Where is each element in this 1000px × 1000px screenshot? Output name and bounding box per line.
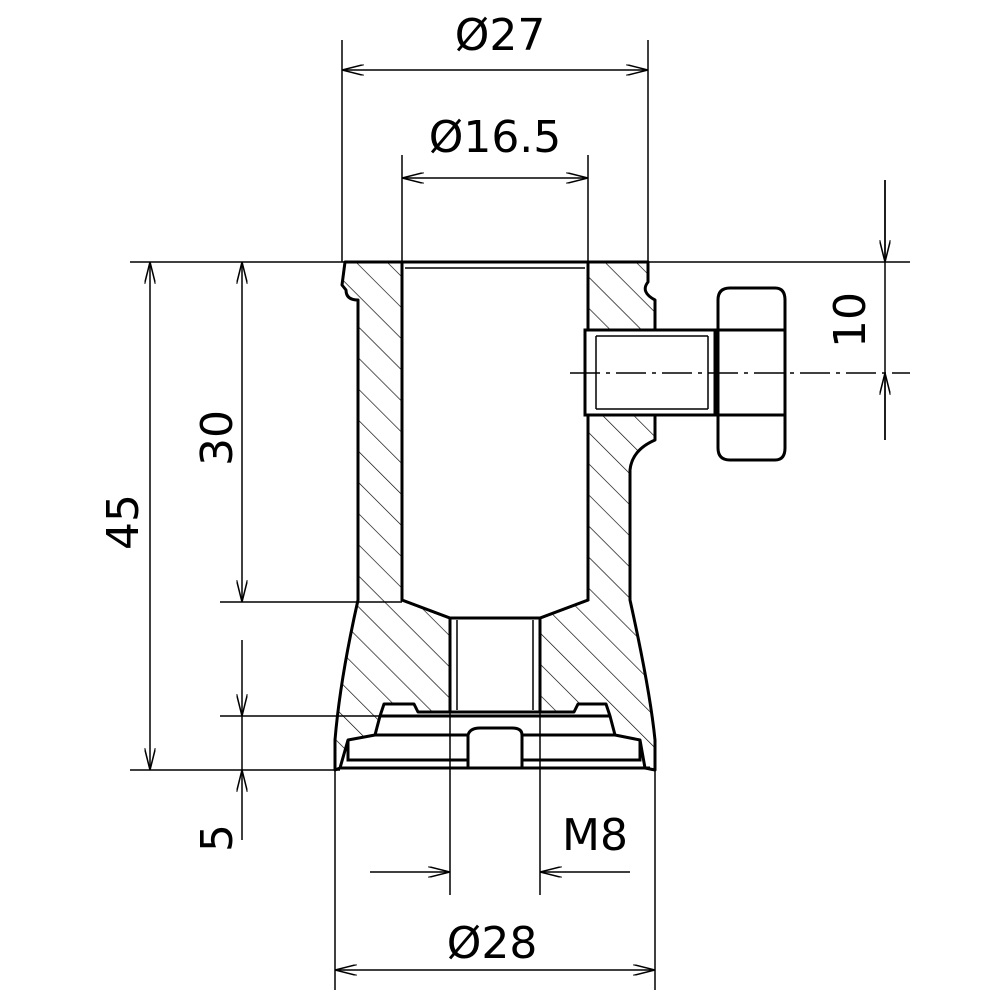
dim-bore-diameter: Ø16.5: [429, 112, 562, 163]
dim-base-diameter: Ø28: [447, 918, 538, 969]
dim-thread: M8: [562, 810, 628, 861]
threaded-hole: [448, 616, 542, 714]
dim-screw-offset: 10: [825, 292, 876, 348]
dim-total-height: 45: [98, 494, 149, 550]
screw-shaft: [583, 328, 717, 417]
base-foot: [340, 714, 650, 770]
bore: [400, 260, 590, 714]
hex-head: [716, 286, 787, 462]
center-nub: [466, 726, 524, 770]
dim-bore-depth: 30: [192, 410, 243, 466]
dim-top-outer-diameter: Ø27: [455, 10, 546, 61]
left-wall-section: [333, 260, 452, 772]
dim-base-height: 5: [192, 824, 243, 852]
dimension-lines: [150, 70, 885, 970]
